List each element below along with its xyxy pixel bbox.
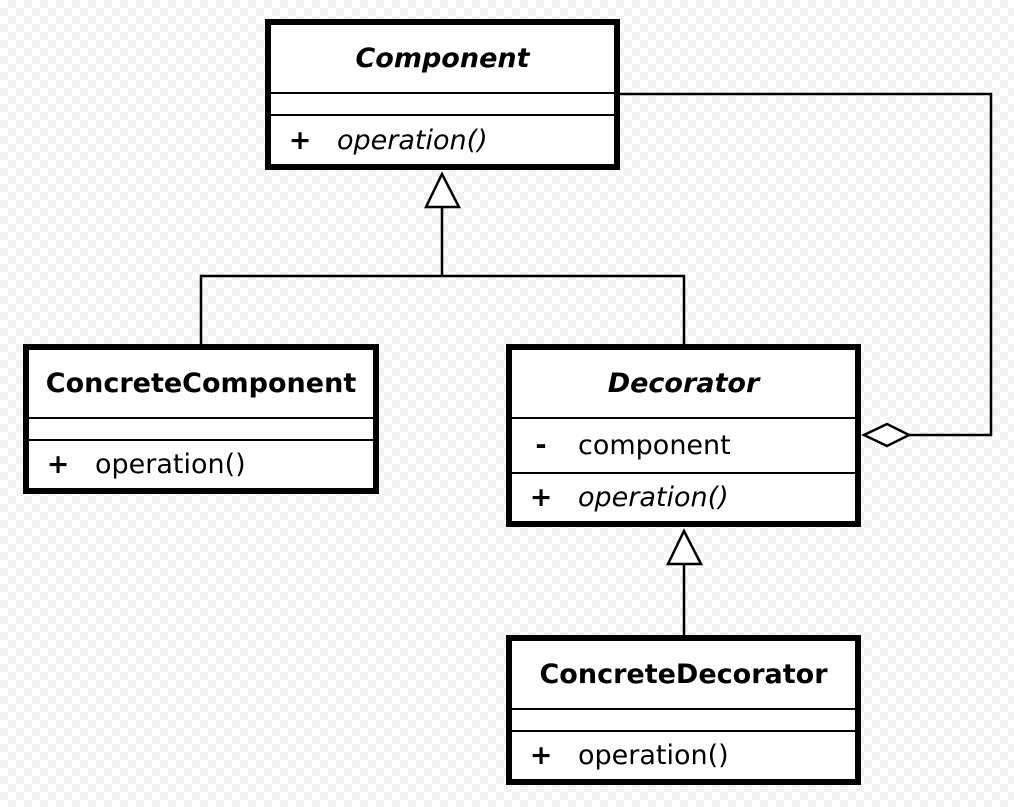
class-component: Component + operation() bbox=[265, 19, 620, 170]
generalization-to-component bbox=[199, 171, 686, 344]
aggregation-decorator-component bbox=[620, 92, 993, 448]
class-concrete-decorator: ConcreteDecorator + operation() bbox=[506, 635, 861, 785]
class-name: Decorator bbox=[512, 350, 855, 419]
operations-section: + operation() bbox=[512, 732, 855, 779]
attributes-section bbox=[271, 94, 614, 116]
visibility-marker: + bbox=[288, 124, 312, 156]
operation-signature: operation() bbox=[337, 124, 488, 156]
class-decorator: Decorator - component + operation() bbox=[506, 344, 861, 527]
operation-signature: operation() bbox=[95, 449, 246, 480]
operations-section: + operation() bbox=[512, 474, 855, 521]
aggregation-diamond bbox=[861, 422, 912, 448]
attribute-name: component bbox=[578, 430, 731, 461]
attributes-section: - component bbox=[512, 419, 855, 474]
inheritance-arrowhead bbox=[666, 528, 704, 566]
class-name: Component bbox=[271, 25, 614, 94]
class-name: ConcreteComponent bbox=[29, 350, 373, 419]
attributes-section bbox=[29, 419, 373, 441]
attributes-section bbox=[512, 710, 855, 732]
visibility-marker: - bbox=[535, 430, 547, 461]
inheritance-branch-line bbox=[199, 274, 686, 344]
inheritance-arrowhead bbox=[424, 171, 462, 209]
operations-section: + operation() bbox=[271, 116, 614, 164]
operations-section: + operation() bbox=[29, 441, 373, 488]
visibility-marker: + bbox=[529, 482, 553, 513]
generalization-to-decorator bbox=[666, 528, 704, 635]
class-name: ConcreteDecorator bbox=[512, 641, 855, 710]
class-concrete-component: ConcreteComponent + operation() bbox=[23, 344, 379, 494]
visibility-marker: + bbox=[529, 740, 553, 771]
operation-signature: operation() bbox=[578, 740, 729, 771]
operation-signature: operation() bbox=[578, 482, 729, 513]
visibility-marker: + bbox=[46, 449, 70, 480]
aggregation-line bbox=[620, 92, 993, 437]
